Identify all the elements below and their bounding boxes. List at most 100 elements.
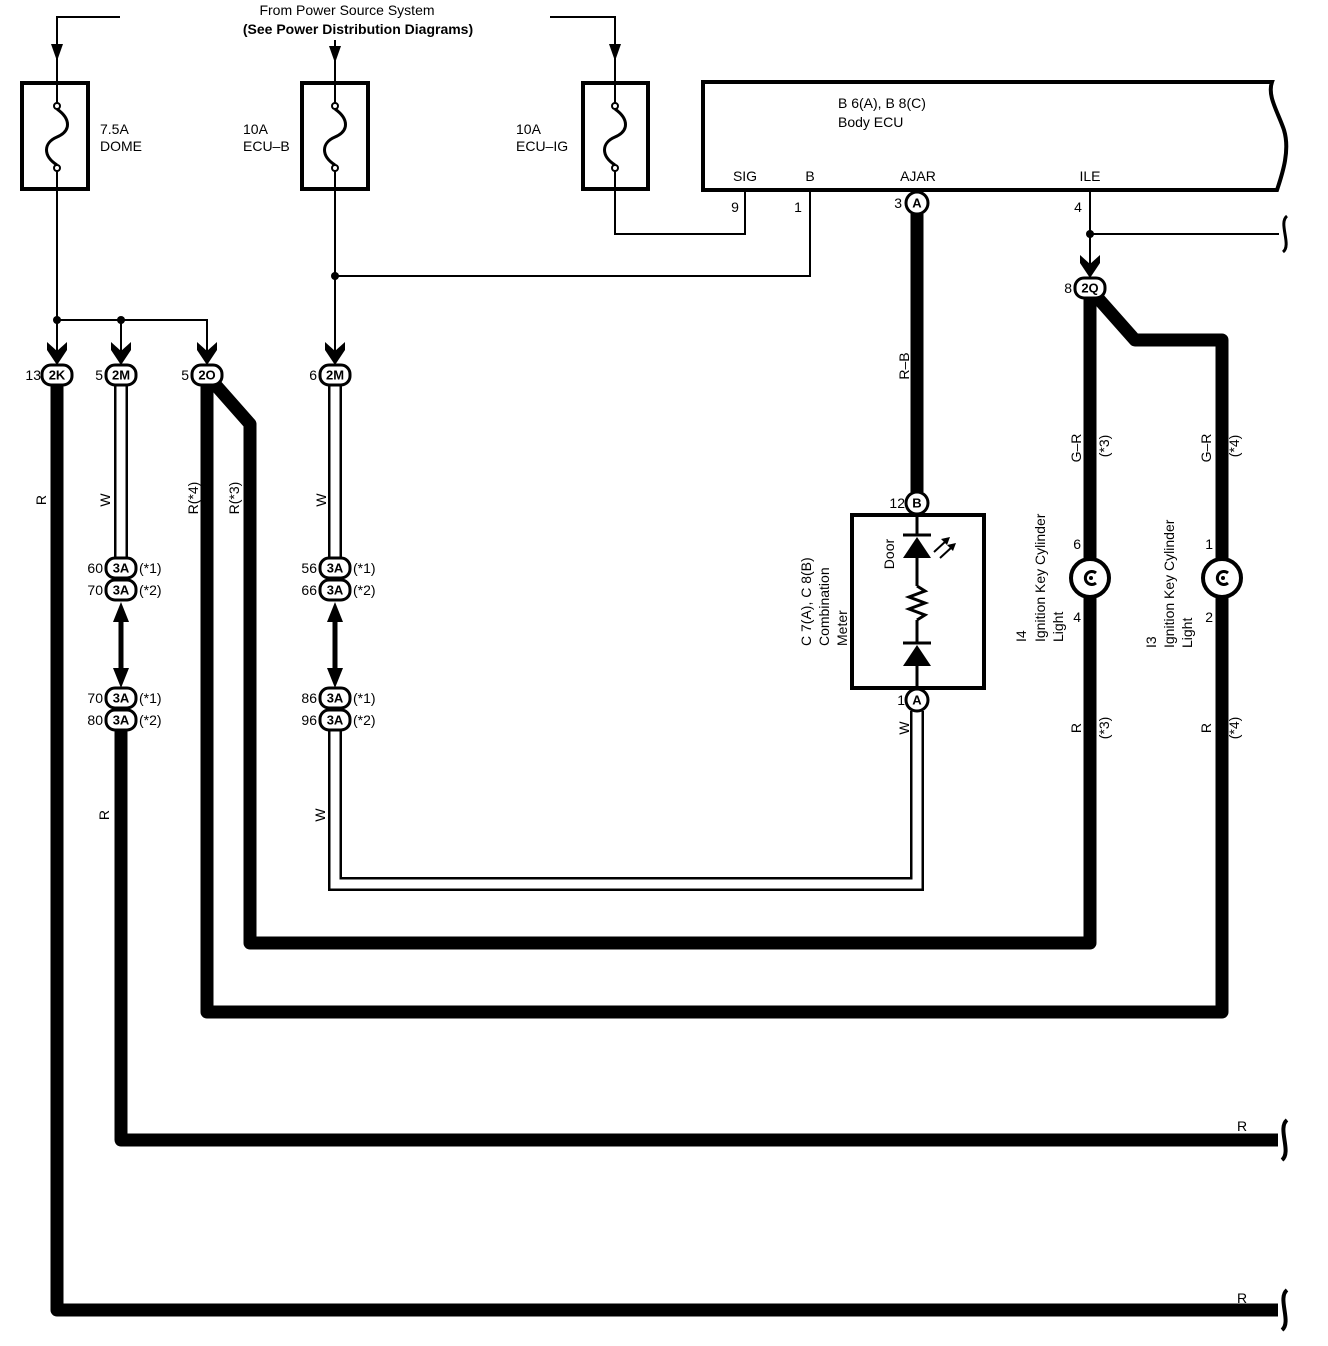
ecu-code: B 6(A), B 8(C) xyxy=(838,95,926,111)
connector-pin: 86 xyxy=(301,690,317,706)
connector-letter: A xyxy=(912,196,922,211)
door-led-icon xyxy=(903,537,931,558)
chevron-down-icon xyxy=(111,342,131,365)
connector-note: (*1) xyxy=(353,690,376,706)
junction-id: 2M xyxy=(112,368,130,383)
junction-2o: 2O 5 xyxy=(181,342,224,387)
connector-circle xyxy=(904,490,930,516)
meter-pin-number: 1 xyxy=(897,692,905,708)
connector-note: (*2) xyxy=(139,582,162,598)
connector-box xyxy=(318,708,352,732)
wire-color-label: R(*3) xyxy=(226,482,242,515)
wire-color-label: W xyxy=(97,493,113,507)
power-feeds xyxy=(51,16,621,83)
light-i3: 1 2 I3 Ignition Key Cylinder Light xyxy=(1143,519,1243,648)
wire-2q-i3 xyxy=(1091,291,1229,558)
splice-point xyxy=(53,316,61,324)
lamp-filament-icon xyxy=(1215,570,1229,586)
connector-id: 3A xyxy=(113,713,130,728)
chevron-down-icon xyxy=(1080,255,1100,278)
junction-id: 2Q xyxy=(1081,281,1098,296)
splice-point xyxy=(117,316,125,324)
junction-pin: 5 xyxy=(95,367,103,383)
wire-color-label: R(*4) xyxy=(185,482,201,515)
fuse-terminal xyxy=(331,164,339,172)
wire-meter-w-outline xyxy=(328,711,924,891)
ecu-pin-label: SIG xyxy=(733,168,757,184)
ecu-b-pin-wire xyxy=(335,190,811,277)
splice-point xyxy=(1086,230,1094,238)
connector-note: (*2) xyxy=(353,582,376,598)
connector-note: (*1) xyxy=(139,560,162,576)
wire-color-label: W xyxy=(312,808,328,822)
lamp-pin: 6 xyxy=(1073,536,1081,552)
wire-break-icon xyxy=(1280,1118,1289,1162)
connector-box xyxy=(318,578,352,602)
connector-id: 3A xyxy=(113,561,130,576)
meter-name-1: Combination xyxy=(816,567,832,646)
connector-box xyxy=(318,686,352,710)
wire-color-label: R xyxy=(1198,723,1214,733)
splice-point xyxy=(331,272,339,280)
connector-letter: A xyxy=(912,693,922,708)
fuse-terminal xyxy=(53,164,61,172)
connector-3a-middle: 3A 56 (*1) 3A 66 (*2) 3A 86 (*1) 3A 96 (… xyxy=(301,556,376,732)
ecu-name: Body ECU xyxy=(838,114,903,130)
junction-pin: 13 xyxy=(25,367,41,383)
junction-box xyxy=(1073,276,1107,300)
fuse-icon xyxy=(603,107,627,167)
meter-name-2: Meter xyxy=(834,610,850,646)
connector-box xyxy=(104,708,138,732)
connector-note: (*2) xyxy=(353,712,376,728)
junction-box xyxy=(190,363,224,387)
fuse-name: ECU–IG xyxy=(516,138,568,154)
feed-arrow-icon xyxy=(329,46,341,63)
fuse-rating: 7.5A xyxy=(100,121,129,137)
wire-2o-r-3 xyxy=(207,376,1097,950)
connector-pin: 80 xyxy=(87,712,103,728)
source-line-2: (See Power Distribution Diagrams) xyxy=(243,21,473,37)
ecu-pin-number: 9 xyxy=(731,199,739,215)
connector-id: 3A xyxy=(327,713,344,728)
connector-box xyxy=(104,686,138,710)
ecu-pin-number: 1 xyxy=(794,199,802,215)
connector-circle xyxy=(904,190,930,216)
wire-variant-note: (*4) xyxy=(1226,435,1242,458)
feed-wire-dome xyxy=(56,16,120,83)
arrow-up-icon xyxy=(327,602,343,622)
dome-branch-wire xyxy=(56,190,208,352)
fuse-terminal xyxy=(331,102,339,110)
wire-variant-note: (*3) xyxy=(1096,717,1112,740)
connector-pin: 66 xyxy=(301,582,317,598)
arrow-up-icon xyxy=(113,602,129,622)
wire-color-label: R xyxy=(1237,1118,1247,1134)
connector-3a-left: 3A 60 (*1) 3A 70 (*2) 3A 70 (*1) 3A 80 (… xyxy=(87,556,162,732)
wire-2o-r-4 xyxy=(200,385,1229,1019)
connector-id: 3A xyxy=(113,583,130,598)
diode-icon xyxy=(903,645,931,666)
light-emission-icon xyxy=(941,537,950,545)
wire-break-icon xyxy=(1280,1288,1289,1332)
chevron-down-icon xyxy=(197,342,217,365)
wire-labels: R W R(*4) R(*3) W R W R–B W G–R (*3) R (… xyxy=(33,352,1247,1306)
connector-box xyxy=(318,556,352,580)
fuse-terminal xyxy=(611,102,619,110)
lamp-name-2: Light xyxy=(1050,612,1066,642)
lamp-pin: 1 xyxy=(1205,536,1213,552)
feed-arrow-icon xyxy=(609,44,621,61)
wire-color-label: G–R xyxy=(1068,434,1084,463)
supply-wires xyxy=(53,190,1289,352)
junction-2m-left: 2M 5 xyxy=(95,342,138,387)
chevron-down-icon xyxy=(47,342,67,365)
light-emission-icon xyxy=(933,540,953,559)
lamp-filament-icon xyxy=(1083,570,1097,586)
arrow-down-icon xyxy=(113,668,129,688)
ile-wire xyxy=(1089,190,1279,265)
ecu-pin-number: 3 xyxy=(894,195,902,211)
junction-id: 2M xyxy=(326,368,344,383)
wire-color-label: W xyxy=(896,721,912,735)
wire-color-label: R xyxy=(1237,1290,1247,1306)
lamp-code: I4 xyxy=(1013,630,1029,642)
fuse-name: DOME xyxy=(100,138,142,154)
